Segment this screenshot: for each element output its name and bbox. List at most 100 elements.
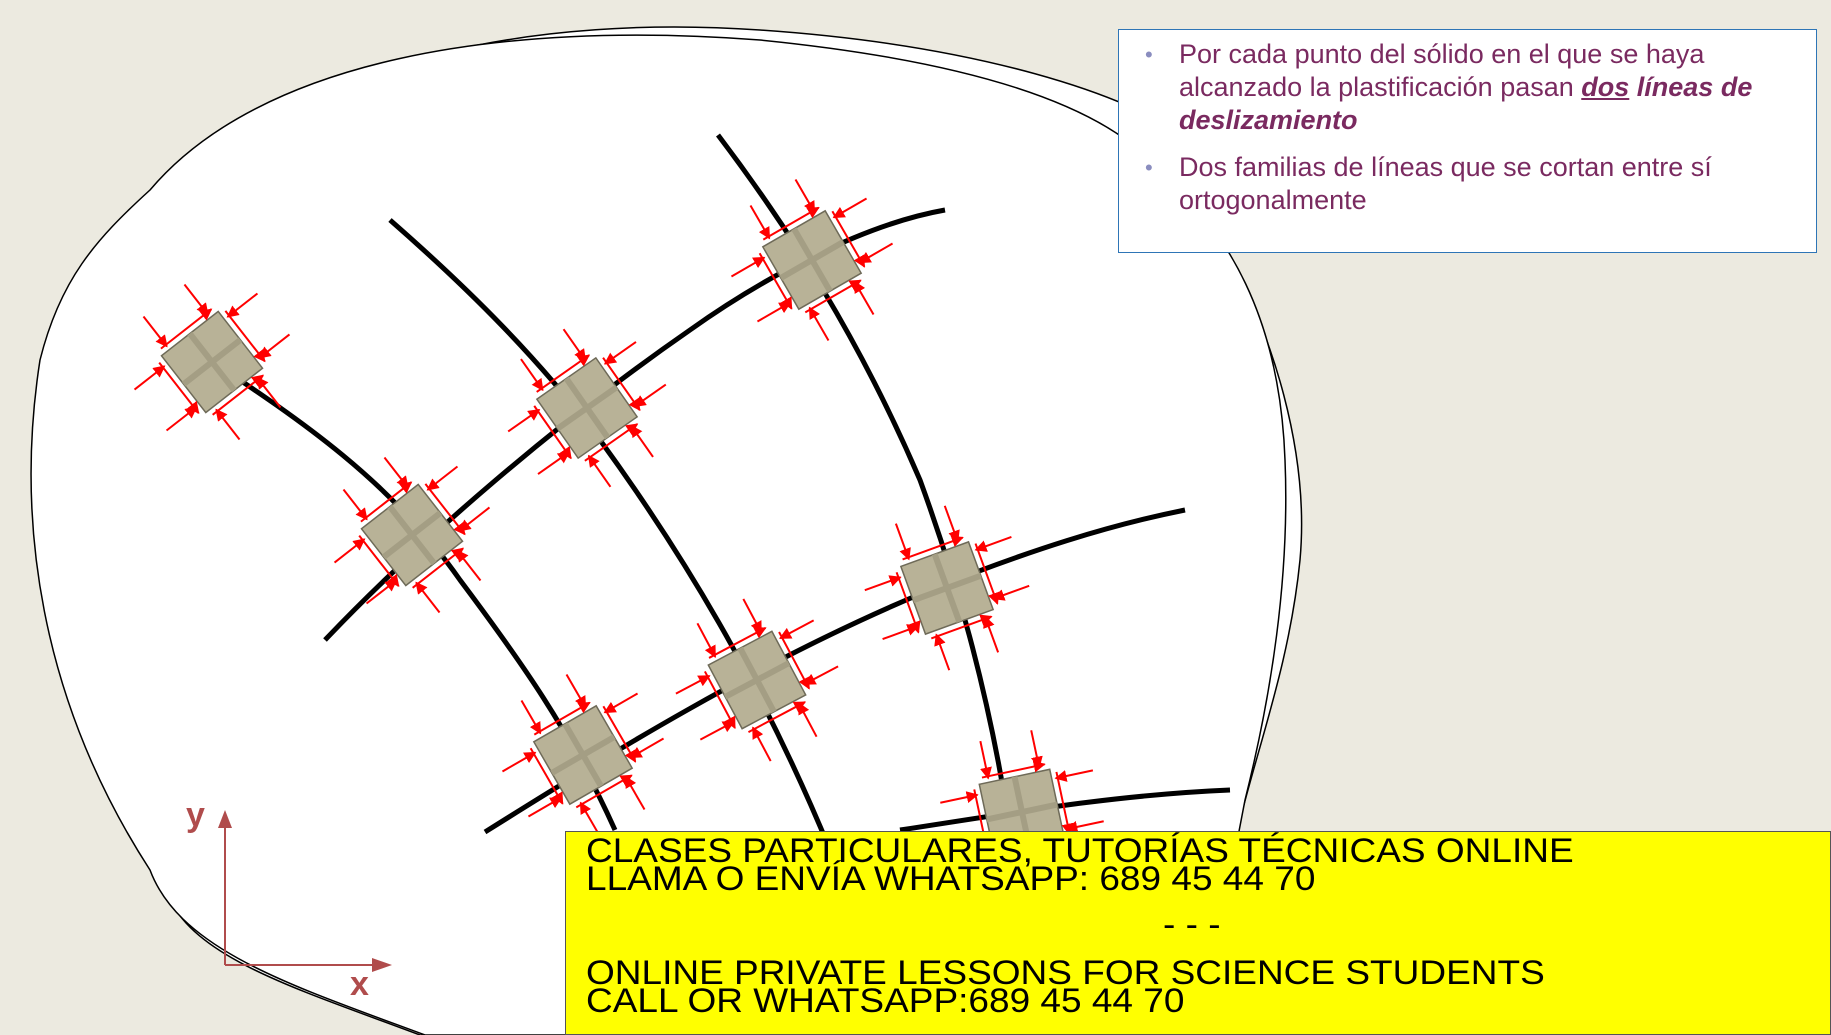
stress-arrow (794, 178, 816, 214)
stress-element-4 (730, 178, 894, 342)
stress-arrow (749, 204, 771, 240)
note-list: Por cada punto del sólido en el que se h… (1139, 38, 1802, 217)
stress-arrow (751, 726, 772, 762)
shear-arrow (747, 701, 807, 733)
note-box: Por cada punto del sólido en el que se h… (1118, 29, 1817, 253)
shear-arrow (930, 614, 993, 640)
shear-arrow (758, 252, 793, 310)
stress-element-2 (333, 456, 491, 614)
shear-arrow (212, 374, 265, 416)
stress-element-5 (675, 598, 839, 762)
shear-arrow (536, 354, 591, 393)
stress-arrow (803, 665, 839, 686)
stress-element-cross (562, 722, 604, 788)
x-axis-label: x (350, 965, 369, 1003)
banner-separator: - - - (1163, 905, 1221, 944)
stress-arrow (507, 408, 541, 433)
stress-arrow (342, 488, 368, 521)
shear-arrow (895, 571, 921, 634)
note-bullet-2-text: Dos familias de líneas que se cortan ent… (1179, 152, 1712, 215)
stress-arrow (934, 633, 951, 671)
shear-arrow (584, 423, 639, 462)
stress-arrow (943, 505, 960, 543)
x-axis-arrowhead (372, 958, 392, 972)
shear-arrow (224, 310, 266, 363)
stress-element-7 (501, 673, 665, 837)
stress-arrow (894, 523, 911, 561)
shear-arrow (575, 774, 633, 809)
shear-arrow (358, 535, 400, 588)
stress-element-1 (133, 283, 291, 441)
coordinate-axes (218, 810, 392, 972)
note-bullet-1-emph: líneas de deslizamiento (1179, 72, 1753, 135)
stress-arrow (215, 408, 241, 441)
stress-arrow (629, 737, 665, 759)
banner-line-3: ONLINE PRIVATE LESSONS FOR SCIENCE STUDE… (586, 953, 1545, 992)
stress-arrow (730, 256, 766, 278)
shear-arrow (602, 357, 641, 412)
stress-arrow (858, 242, 894, 264)
note-bullet-1: Por cada punto del sólido en el que se h… (1139, 38, 1802, 137)
stress-element-cross (387, 504, 437, 566)
y-axis-label: y (186, 796, 205, 834)
shear-arrow (708, 627, 767, 659)
banner-line-4: CALL OR WHATSAPP:689 45 44 70 (586, 981, 1185, 1020)
shear-arrow (704, 670, 736, 730)
note-bullet-1-text: Por cada punto del sólido en el que se h… (1179, 39, 1705, 102)
stress-arrow (333, 538, 366, 564)
stress-element-6 (864, 505, 1030, 671)
stress-arrow (142, 315, 168, 348)
shear-arrow (160, 308, 213, 350)
shear-arrow (804, 279, 862, 314)
stress-element-cross (791, 227, 833, 293)
y-axis-arrowhead (218, 810, 232, 828)
stress-element-cross (187, 331, 237, 393)
promo-banner: CLASES PARTICULARES, TUTORÍAS TÉCNICAS O… (565, 831, 1831, 1035)
stress-element-cross (931, 553, 963, 623)
stress-arrow (587, 454, 612, 488)
shear-arrow (533, 405, 572, 460)
stress-arrow (940, 791, 979, 804)
stress-arrow (696, 622, 717, 658)
banner-line-2: LLAMA O ENVÍA WHATSAPP: 689 45 44 70 (586, 859, 1316, 898)
stress-element-cross (563, 376, 611, 440)
stress-element-cross (737, 646, 777, 714)
solid-body-outline-front (30, 34, 1287, 1035)
stress-arrow (603, 692, 639, 714)
stress-arrow (992, 584, 1030, 601)
stress-arrow (742, 598, 763, 634)
shear-arrow (158, 362, 200, 415)
stress-arrow (426, 465, 459, 491)
stress-arrow (501, 751, 537, 773)
note-bullet-2: Dos familias de líneas que se cortan ent… (1139, 151, 1802, 217)
shear-arrow (412, 547, 465, 589)
shear-arrow (981, 760, 1046, 779)
stress-element-3 (507, 328, 667, 488)
stress-arrow (133, 365, 166, 391)
stress-arrow (520, 699, 542, 735)
stress-arrow (979, 740, 992, 780)
stress-arrow (579, 801, 601, 837)
stress-arrow (974, 535, 1012, 552)
note-bullet-1-emph-underlined: dos (1581, 72, 1630, 102)
stress-arrow (226, 292, 259, 318)
stress-arrow (603, 341, 637, 365)
shear-arrow (974, 543, 1000, 605)
shear-arrow (778, 631, 810, 690)
shear-arrow (602, 705, 637, 763)
stress-arrow (808, 306, 830, 342)
shear-arrow (902, 535, 964, 561)
shear-arrow (831, 210, 866, 268)
shear-arrow (1055, 771, 1074, 836)
stress-arrow (864, 575, 902, 592)
banner-line-1: CLASES PARTICULARES, TUTORÍAS TÉCNICAS O… (586, 831, 1574, 870)
stress-arrow (1054, 769, 1094, 782)
shear-arrow (762, 206, 820, 241)
shear-arrow (529, 747, 564, 805)
shear-arrow (360, 481, 413, 523)
shear-arrow (533, 701, 591, 736)
stress-arrow (415, 581, 441, 614)
stress-arrow (832, 197, 868, 219)
stress-arrow (565, 673, 587, 709)
